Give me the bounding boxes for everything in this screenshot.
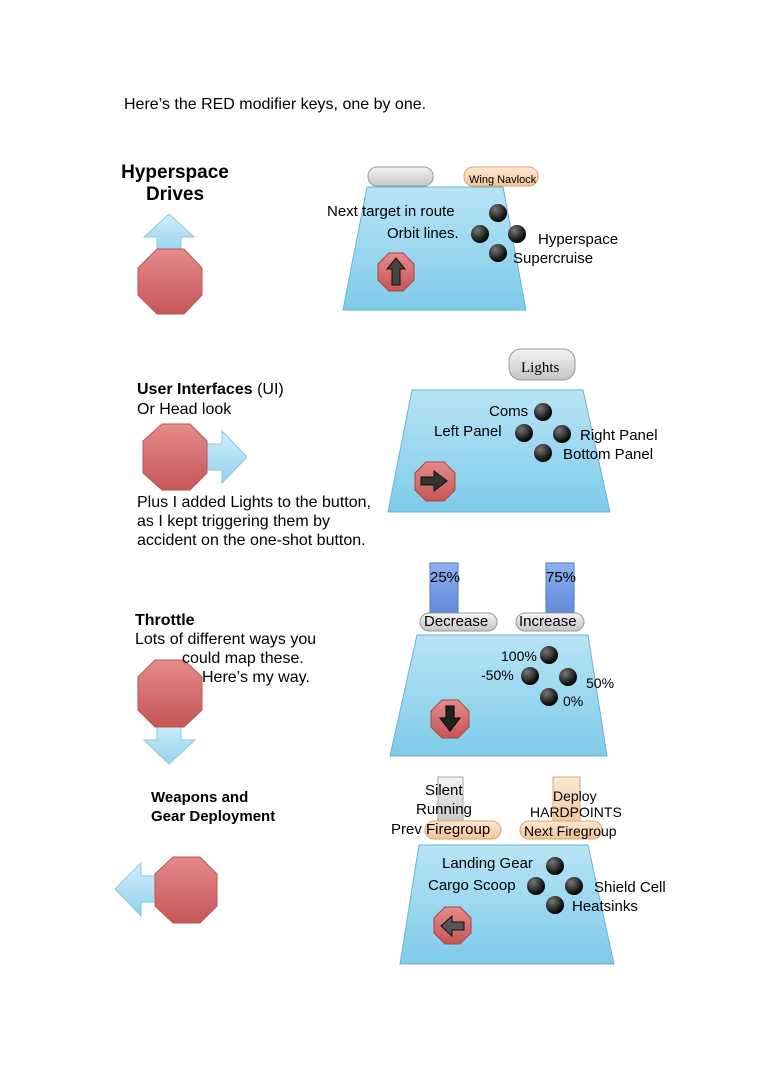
arrow-right-shape bbox=[202, 429, 248, 485]
hat-left-label: Left Panel bbox=[434, 423, 502, 440]
weapons-title-line2: Gear Deployment bbox=[151, 808, 276, 825]
hat-down-label: Supercruise bbox=[513, 250, 594, 267]
hat-left-label: Cargo Scoop bbox=[428, 877, 516, 894]
hat-down-label: Heatsinks bbox=[572, 898, 638, 915]
arrow-down-shape bbox=[142, 721, 197, 765]
hat-up-label: Next target in route bbox=[327, 203, 455, 220]
hat-right-label: Right Panel bbox=[580, 427, 658, 444]
hat-left-label: -50% bbox=[481, 667, 514, 683]
ui-title: User Interfaces (UI) Or Head look bbox=[137, 380, 284, 420]
octagon-red bbox=[137, 248, 203, 315]
increase-tab: Increase bbox=[519, 613, 577, 630]
weapons-title-line1: Weapons and bbox=[151, 789, 249, 806]
hat-left-label: Orbit lines. bbox=[387, 225, 459, 242]
hat-down-label: Bottom Panel bbox=[563, 446, 654, 463]
bar-75-value: 75% bbox=[546, 569, 577, 586]
octagon-red bbox=[154, 856, 218, 924]
bar-25 bbox=[429, 562, 459, 616]
ui-title-bold: User Interfaces bbox=[137, 381, 253, 398]
running-label: Running bbox=[416, 801, 472, 818]
throttle-line3: Here’s my way. bbox=[202, 669, 310, 686]
arrow-left-icon bbox=[440, 914, 465, 938]
throttle-text: Throttle Lots of different ways you coul… bbox=[135, 611, 316, 687]
ui-modifier bbox=[142, 423, 248, 491]
weapons-modifier bbox=[114, 856, 218, 924]
prev-prefix: Prev bbox=[391, 821, 427, 838]
hyperspace-title-line1: Hyperspace bbox=[121, 162, 229, 183]
arrow-down-icon bbox=[438, 705, 462, 732]
ui-title-rest: (UI) bbox=[252, 381, 284, 398]
arrow-right-icon bbox=[420, 469, 448, 493]
hyperspace-modifier bbox=[137, 213, 203, 315]
throttle-title: Throttle bbox=[135, 612, 195, 629]
prev-firegroup-tab: Prev Firegroup bbox=[391, 821, 490, 839]
wing-navlock-tab: Wing Navlock bbox=[469, 174, 537, 186]
arrow-up-shape bbox=[142, 213, 196, 255]
hardpoints-label: HARDPOINTS bbox=[530, 804, 622, 820]
bar-25-value: 25% bbox=[430, 569, 461, 586]
hat-up-label: Landing Gear bbox=[442, 855, 533, 872]
arrow-left-shape bbox=[114, 861, 159, 918]
hyperspace-panel bbox=[342, 166, 539, 311]
hat-right-label: Hyperspace bbox=[538, 231, 619, 248]
hat-up-label: Coms bbox=[489, 403, 529, 420]
deploy-label: Deploy bbox=[553, 788, 597, 804]
hat-up-label: 100% bbox=[501, 648, 537, 664]
lights-tab: Lights bbox=[521, 360, 560, 376]
hat-right-label: Shield Cell bbox=[594, 879, 666, 896]
ui-panel bbox=[387, 348, 611, 513]
throttle-line2: could map these. bbox=[182, 650, 304, 667]
firegroup-label: Firegroup bbox=[426, 821, 491, 838]
weapons-panel bbox=[399, 776, 615, 965]
octagon-red bbox=[142, 423, 208, 491]
hat-right-label: 50% bbox=[586, 675, 615, 691]
next-firegroup-tab: Next Firegroup bbox=[524, 823, 617, 839]
throttle-line1: Lots of different ways you bbox=[135, 631, 317, 648]
silent-label: Silent bbox=[425, 782, 463, 799]
hat-down-label: 0% bbox=[563, 693, 584, 709]
ui-note: Plus I added Lights to the button, as I … bbox=[137, 494, 371, 549]
throttle-modifier bbox=[137, 659, 203, 765]
octagon-red bbox=[137, 659, 203, 728]
ui-subtitle: Or Head look bbox=[137, 401, 232, 418]
throttle-panel bbox=[389, 562, 608, 757]
arrow-up-icon bbox=[385, 257, 407, 286]
intro-text: Here’s the RED modifier keys, one by one… bbox=[124, 96, 427, 113]
hyperspace-title: Hyperspace Drives bbox=[100, 162, 250, 206]
weapons-title: Weapons and Gear Deployment bbox=[151, 788, 275, 826]
decrease-tab: Decrease bbox=[424, 613, 489, 630]
hyperspace-title-line2: Drives bbox=[145, 184, 205, 205]
